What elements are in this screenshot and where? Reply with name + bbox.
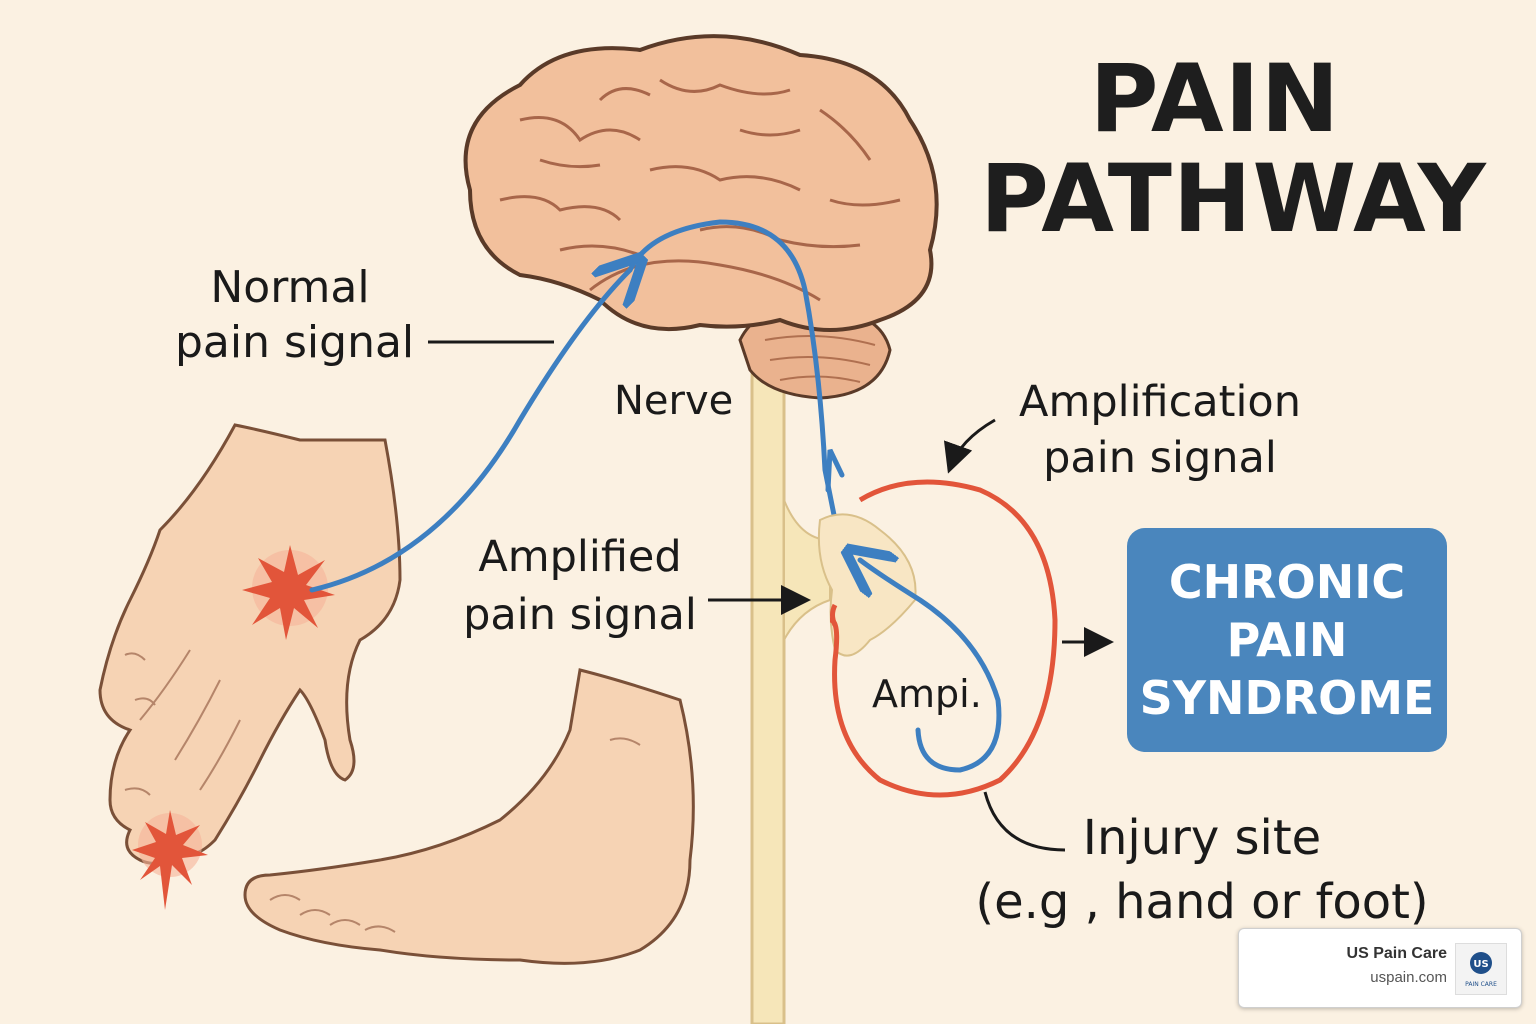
amplification-label-line-2: pain signal	[1043, 433, 1277, 483]
nerve-label: Nerve	[614, 378, 734, 424]
foot	[243, 668, 695, 965]
amplified-label-line-2: pain signal	[463, 590, 697, 640]
title-line-1: PAIN	[1089, 45, 1341, 154]
ascending-arrow	[825, 448, 845, 493]
title-line-2: PATHWAY	[980, 145, 1487, 254]
normal-label-line-1: Normal	[210, 262, 370, 313]
amplification-label-line-1: Amplification	[1019, 377, 1301, 427]
amplification-signal-label: Amplification pain signal	[1010, 374, 1310, 486]
logo-mark-text: US	[1473, 959, 1488, 970]
chronic-pain-syndrome-box: CHRONIC PAIN SYNDROME	[1127, 528, 1447, 752]
badge-name: US Pain Care	[1346, 945, 1447, 962]
injury-label-line-2: (e.g , hand or foot)	[975, 874, 1429, 930]
spinal-cord	[750, 343, 831, 1024]
dorsal-horn	[817, 513, 917, 657]
injury-label-line-1: Injury site	[1082, 810, 1322, 866]
inner-spiral	[860, 560, 1002, 773]
amplification-loop-start	[830, 603, 838, 627]
brain	[463, 34, 939, 332]
chronic-line-2: PAIN	[1226, 613, 1348, 667]
injury-leader-line	[983, 791, 1066, 852]
amplification-loop	[829, 479, 1058, 798]
normal-signal-label: Normal pain signal	[175, 260, 415, 370]
hand	[98, 423, 402, 865]
chronic-line-3: SYNDROME	[1139, 671, 1435, 725]
ampi-label: Ampi.	[872, 672, 982, 716]
amplified-label-line-1: Amplified	[478, 532, 682, 582]
pain-burst-finger	[132, 810, 208, 910]
normal-label-line-2: pain signal	[175, 317, 415, 368]
pain-burst-hand	[242, 545, 335, 640]
us-pain-care-logo-icon: US PAIN CARE	[1455, 943, 1507, 995]
normal-signal-path	[309, 270, 630, 593]
logo-sub-text: PAIN CARE	[1465, 981, 1497, 988]
page-title: PAIN PATHWAY	[980, 45, 1487, 254]
badge-url: uspain.com	[1370, 969, 1447, 986]
amplified-signal-label: Amplified pain signal	[460, 528, 700, 644]
amplification-leader-arrow	[943, 418, 996, 474]
chronic-line-1: CHRONIC	[1168, 555, 1406, 609]
injury-site-label: Injury site (e.g , hand or foot)	[972, 806, 1432, 934]
source-badge[interactable]: US Pain Care uspain.com US PAIN CARE	[1238, 928, 1522, 1008]
